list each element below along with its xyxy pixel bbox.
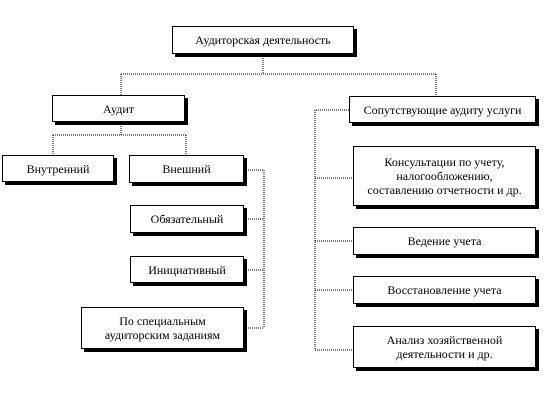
bookkeeping-node: Ведение учета [353,227,536,255]
services-node: Сопутствующие аудиту услуги [349,96,536,123]
initiative-audit-node: Инициативный [130,256,244,283]
consulting-node: Консультации по учету, налогообложению, … [353,146,536,206]
bookkeeping-restoration-node: Восстановление учета [353,276,536,304]
external-audit-node: Внешний [129,155,244,183]
economic-analysis-node: Анализ хозяйственной деятельности и др. [353,326,536,368]
special-assignments-node: По специальным аудиторским заданиям [81,307,244,349]
audit-node: Аудит [52,95,185,122]
internal-audit-node: Внутренний [2,155,114,182]
mandatory-audit-node: Обязательный [130,205,244,233]
root-node: Аудиторская деятельность [172,26,354,54]
